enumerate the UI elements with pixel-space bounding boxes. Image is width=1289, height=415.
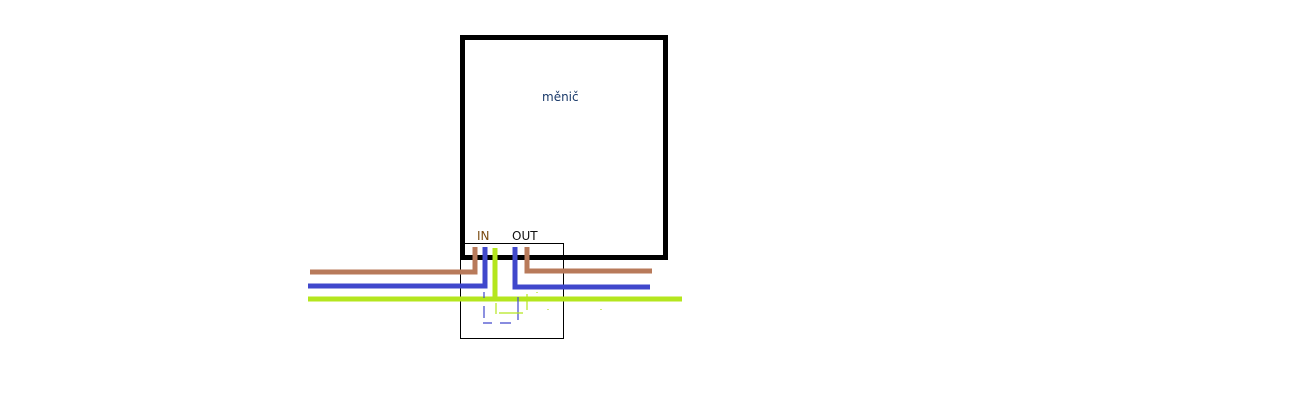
junction-box [460, 243, 564, 339]
in-label: IN [477, 229, 490, 243]
blue-wire-out [512, 247, 650, 290]
brown-wire-out [524, 247, 652, 274]
out-label: OUT [512, 229, 538, 243]
blue-wire-in [308, 247, 488, 289]
brown-wire-in [310, 247, 478, 275]
converter-title: měnič [542, 90, 579, 104]
converter-box [460, 35, 668, 260]
sketch-fragments [483, 292, 602, 324]
